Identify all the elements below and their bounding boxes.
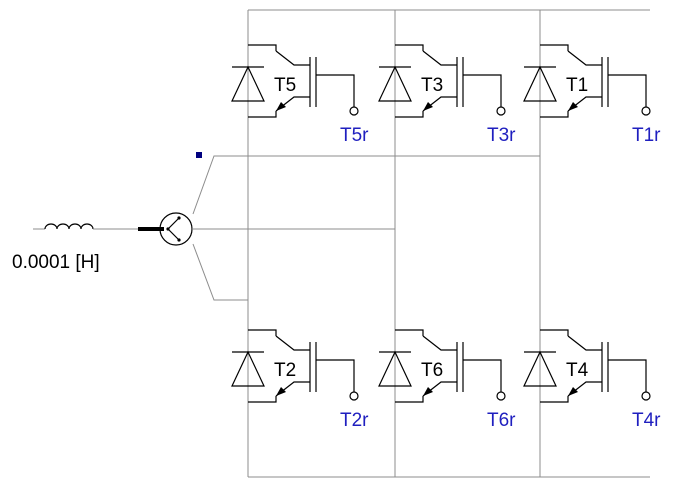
device-label-t3: T3 xyxy=(421,75,443,96)
inductor-value-label: 0.0001 [H] xyxy=(12,252,100,273)
gate-label-t6r: T6r xyxy=(487,410,516,431)
device-label-t6: T6 xyxy=(421,360,443,381)
gate-label-t4r: T4r xyxy=(632,410,661,431)
phase-wire-c xyxy=(192,155,540,215)
device-label-t1: T1 xyxy=(566,75,588,96)
three-phase-meter[interactable] xyxy=(138,212,198,246)
gate-label-t1r: T1r xyxy=(632,125,661,146)
gate-label-t3r: T3r xyxy=(487,125,516,146)
gate-label-t2r: T2r xyxy=(340,410,369,431)
gate-label-t5r: T5r xyxy=(340,125,369,146)
inductor[interactable] xyxy=(33,223,106,230)
device-label-t4: T4 xyxy=(566,360,589,381)
device-label-t2: T2 xyxy=(274,360,296,381)
device-label-t5: T5 xyxy=(274,75,296,96)
node-marker[interactable] xyxy=(196,152,202,158)
phase-wire-a xyxy=(192,243,248,301)
